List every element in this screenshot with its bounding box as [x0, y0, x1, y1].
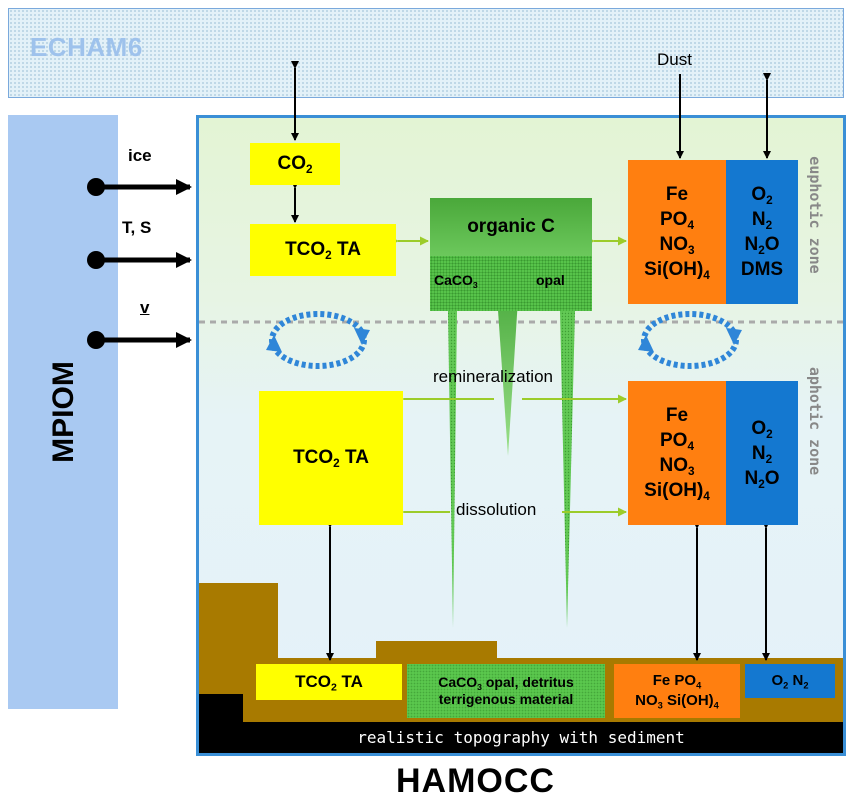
fe-label: Fe: [665, 184, 689, 205]
organic-carbon-box: organic C: [430, 198, 592, 256]
sioh4-label: Si(OH)4: [644, 480, 710, 504]
gases-sediment-box: O2 N2: [745, 664, 835, 698]
dms-label: DMS: [740, 259, 784, 280]
euphotic-zone-label: euphotic zone: [806, 156, 824, 274]
dust-label: Dust: [657, 50, 692, 69]
dissolution-label: dissolution: [456, 500, 537, 519]
fe-label: Fe: [665, 405, 689, 426]
nutrients-euphotic-box: Fe PO4 NO3 Si(OH)4: [628, 160, 726, 304]
nutrients-sediment-box: Fe PO4 NO3 Si(OH)4: [614, 664, 740, 718]
o2-label: O2: [751, 417, 773, 441]
tco2-ta-euphotic-box: TCO2 TA: [250, 224, 396, 276]
o2-label: O2: [751, 184, 773, 208]
particles-box: [430, 256, 592, 311]
nutrients-line2: NO3 Si(OH)4: [635, 692, 719, 711]
particles-line2: terrigenous material: [438, 691, 574, 707]
nutrients-line1: Fe PO4: [652, 672, 702, 691]
tco2-ta-aphotic-box: TCO2 TA: [259, 391, 403, 525]
hamocc-title: HAMOCC: [396, 762, 555, 800]
tco2-ta-text: TCO2 TA: [285, 239, 361, 263]
n2o-label: N2O: [744, 234, 780, 258]
sioh4-label: Si(OH)4: [644, 259, 710, 283]
echam6-atmosphere-band: [8, 8, 844, 98]
nutrients-aphotic-box: Fe PO4 NO3 Si(OH)4: [628, 381, 726, 525]
input-velocity-label: v: [140, 298, 150, 317]
mpiom-title: MPIOM: [47, 361, 80, 463]
caco3-label: CaCO3: [434, 272, 478, 291]
n2-label: N2: [751, 209, 773, 233]
topography-label: realistic topography with sediment: [199, 722, 843, 753]
gases-euphotic-box: O2 N2 N2O DMS: [726, 160, 798, 304]
po4-label: PO4: [660, 430, 694, 454]
input-ice-label: ice: [128, 146, 152, 165]
opal-label: opal: [536, 272, 565, 288]
echam6-title: ECHAM6: [30, 32, 143, 62]
po4-label: PO4: [660, 209, 694, 233]
tco2-ta-text: TCO2 TA: [293, 447, 369, 471]
remineralization-label: remineralization: [433, 367, 553, 386]
n2-label: N2: [751, 442, 773, 466]
particles-sediment-box: CaCO3 opal, detritus terrigenous materia…: [407, 664, 605, 718]
no3-label: NO3: [659, 455, 695, 479]
particles-line1: CaCO3 opal, detritus: [438, 674, 574, 693]
gases-aphotic-box: O2 N2 N2O: [726, 381, 798, 525]
aphotic-zone-label: aphotic zone: [806, 366, 824, 476]
tco2-ta-text: TCO2 TA: [295, 672, 363, 694]
co2-box: CO2: [250, 143, 340, 185]
gases-sediment-text: O2 N2: [771, 672, 809, 691]
input-ts-label: T, S: [122, 218, 152, 237]
mpiom-model-bar: [8, 115, 118, 709]
tco2-ta-sediment-box: TCO2 TA: [256, 664, 402, 700]
co2-text: CO2: [277, 153, 313, 177]
n2o-label: N2O: [744, 467, 780, 491]
no3-label: NO3: [659, 234, 695, 258]
